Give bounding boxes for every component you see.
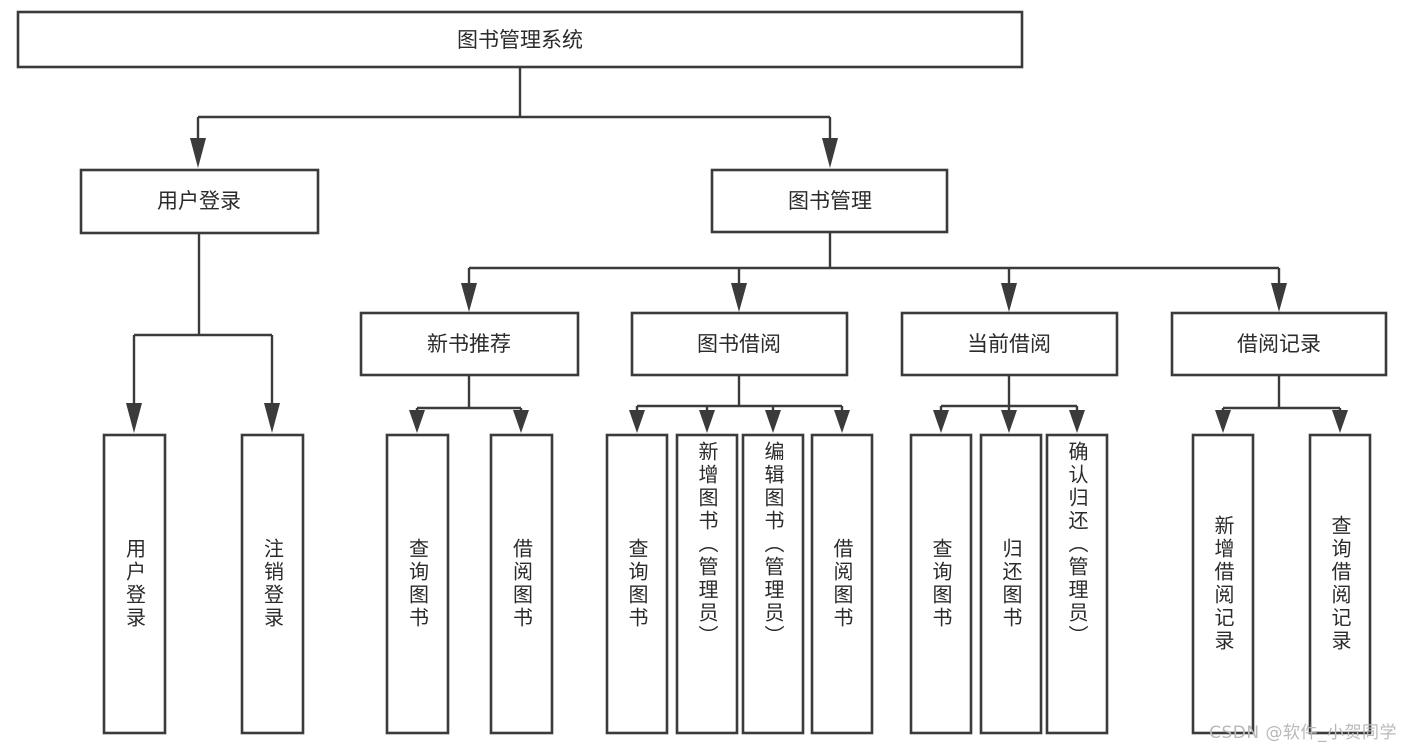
arrow-to-book-management <box>822 138 838 168</box>
node-book-borrow-label: 图书借阅 <box>697 332 781 356</box>
nodes-layer: 图书管理系统 用户登录 图书管理 新书推荐 图书借阅 当前借阅 借阅记录 <box>16 10 1388 735</box>
arrow-to-leaf-query-book-a <box>409 410 425 433</box>
node-leaf-confirm-return-box[interactable] <box>1045 433 1109 735</box>
node-leaf-user-login-box[interactable] <box>102 433 167 735</box>
arrow-to-leaf-add-book <box>699 410 715 433</box>
arrow-to-leaf-edit-book <box>765 410 781 433</box>
node-borrow-record-box[interactable] <box>1170 311 1388 377</box>
node-leaf-query-record-box[interactable] <box>1308 433 1372 735</box>
node-user-login-box[interactable] <box>79 168 320 235</box>
node-leaf-query-book-c-box[interactable] <box>909 433 973 735</box>
node-book-management-box[interactable] <box>710 168 949 234</box>
node-borrow-record-label: 借阅记录 <box>1237 332 1321 356</box>
csdn-watermark: CSDN @软件_小贺同学 <box>1209 723 1397 743</box>
edges-layer <box>126 67 1348 433</box>
arrow-to-user-login <box>190 138 206 168</box>
node-root-box[interactable] <box>16 10 1024 69</box>
arrow-to-current-borrow <box>1001 283 1017 312</box>
arrow-to-leaf-borrow-book-b <box>834 410 850 433</box>
node-leaf-query-book-a-box[interactable] <box>385 433 450 735</box>
arrow-to-book-borrow <box>731 283 747 312</box>
arrow-to-leaf-query-book-c <box>933 410 949 433</box>
node-book-management-label: 图书管理 <box>788 189 872 213</box>
node-leaf-return-book-box[interactable] <box>979 433 1043 735</box>
node-user-login-label: 用户登录 <box>157 189 241 213</box>
node-new-book-recommend-label: 新书推荐 <box>427 332 511 356</box>
arrow-to-leaf-logout <box>264 403 280 433</box>
arrow-to-leaf-query-book-b <box>629 410 645 433</box>
node-leaf-borrow-book-b-box[interactable] <box>810 433 874 735</box>
arrow-to-leaf-add-record <box>1215 410 1231 433</box>
node-root-label: 图书管理系统 <box>457 28 583 52</box>
node-leaf-edit-book-box[interactable] <box>741 433 805 735</box>
node-leaf-borrow-book-a-box[interactable] <box>489 433 554 735</box>
arrow-to-borrow-record <box>1271 283 1287 312</box>
arrow-to-leaf-user-login <box>126 403 142 433</box>
arrow-to-leaf-borrow-book-a <box>513 410 529 433</box>
node-leaf-add-record-box[interactable] <box>1191 433 1255 735</box>
node-leaf-logout-box[interactable] <box>240 433 305 735</box>
node-book-borrow-box[interactable] <box>630 311 849 377</box>
node-current-borrow-label: 当前借阅 <box>967 332 1051 356</box>
arrow-to-leaf-confirm-return <box>1069 410 1085 433</box>
arrow-to-leaf-query-record <box>1332 410 1348 433</box>
arrow-to-new-book-recommend <box>461 283 477 312</box>
node-leaf-query-book-b-box[interactable] <box>605 433 669 735</box>
node-leaf-add-book-box[interactable] <box>675 433 739 735</box>
node-new-book-recommend-box[interactable] <box>359 311 580 377</box>
arrow-to-leaf-return-book <box>1001 410 1017 433</box>
node-current-borrow-box[interactable] <box>900 311 1119 377</box>
